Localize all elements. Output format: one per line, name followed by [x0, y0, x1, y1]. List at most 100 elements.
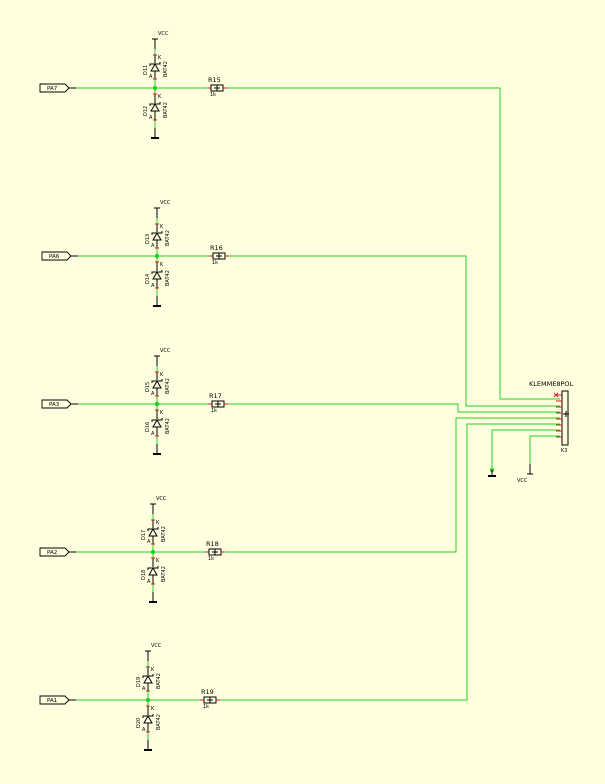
diode-bottom-type: BAT42 [165, 270, 171, 286]
diode-bar [151, 270, 163, 274]
pin-letter-anode: A [147, 579, 151, 585]
diode-d19 [142, 667, 154, 691]
pin-letter-cathode: K [160, 262, 164, 268]
supply-pa7: VCC [152, 31, 169, 49]
diode-triangle [152, 270, 162, 280]
ground-connector [488, 470, 496, 477]
diode-top-ref: D11 [143, 65, 149, 75]
diode-bar [147, 527, 159, 531]
port-label: PA2 [47, 550, 57, 556]
diode-top-ref: D15 [145, 382, 151, 392]
diode-bar [149, 62, 161, 66]
diode-bottom-ref: D18 [141, 570, 147, 580]
wire-connector-gnd [491, 429, 560, 470]
resistor-r15 [207, 84, 227, 92]
resistor-r18 [205, 548, 225, 556]
diode-d16 [151, 410, 163, 436]
diode-top-ref: D13 [145, 234, 151, 244]
pin-letter-anode: A [147, 539, 151, 545]
resistor-value: 1k [208, 556, 214, 562]
pin-letter-cathode: K [158, 55, 162, 61]
ground-pa1 [144, 740, 152, 751]
diode-triangle [150, 62, 160, 72]
connector-k3 [553, 390, 569, 446]
pin-letter-anode: A [151, 391, 155, 397]
pin-letter-cathode: K [156, 520, 160, 526]
pin-letter-cathode: K [160, 372, 164, 378]
channel-pa7: PA7 VCC [39, 31, 227, 139]
port-box [39, 695, 70, 705]
diode-top-type: BAT42 [163, 61, 169, 77]
port-box [39, 547, 70, 557]
port-pa6: PA6 [41, 251, 78, 261]
ground-pa6 [153, 296, 161, 307]
pin-letter-anode: A [151, 243, 155, 249]
diode-d17 [147, 520, 159, 544]
ground-pa7 [151, 128, 159, 139]
diode-top-ref: D17 [141, 530, 147, 540]
diode-d18 [147, 558, 159, 584]
pin-letter-cathode: K [160, 410, 164, 416]
resistor-ref: R19 [201, 688, 214, 696]
ground-pa3 [153, 444, 161, 455]
pin-letter-anode: A [149, 115, 153, 121]
connector-ref: K3 [561, 448, 567, 454]
port-pa7: PA7 [39, 83, 76, 93]
unconnected-mark [553, 392, 559, 398]
supply-label: VCC [517, 478, 528, 484]
supply-pa3: VCC [154, 348, 171, 366]
diode-top-type: BAT42 [156, 673, 162, 689]
diode-triangle [143, 674, 153, 684]
supply-label: VCC [151, 643, 162, 649]
supply-connector: VCC [517, 464, 533, 484]
resistor-ref: R17 [209, 392, 222, 400]
resistor-r16 [209, 252, 229, 260]
diode-triangle [143, 714, 153, 724]
diode-bar [149, 102, 161, 106]
channel-pa3: PA3 VCC [41, 348, 228, 455]
supply-label: VCC [160, 200, 171, 206]
port-box [41, 251, 72, 261]
diode-bottom-ref: D12 [143, 106, 149, 116]
diode-top-ref: D19 [136, 677, 142, 687]
diode-bar [151, 379, 163, 383]
diode-bottom-type: BAT42 [165, 418, 171, 434]
diode-triangle [150, 102, 160, 112]
diode-bar [151, 418, 163, 422]
diode-top-type: BAT42 [165, 378, 171, 394]
supply-pa1: VCC [145, 643, 162, 661]
diode-triangle [152, 418, 162, 428]
diode-top-type: BAT42 [165, 230, 171, 246]
diode-d12 [149, 94, 161, 120]
wire-to-connector [220, 423, 560, 701]
diode-d20 [142, 706, 154, 732]
resistor-ref: R16 [210, 244, 223, 252]
resistor-r19 [200, 696, 220, 704]
port-label: PA7 [47, 86, 58, 92]
wires-layer [76, 49, 560, 740]
pin-letter-cathode: K [156, 558, 160, 564]
resistor-ref: R18 [206, 540, 219, 548]
diode-bar [147, 566, 159, 570]
diode-bar [142, 674, 154, 678]
diode-bottom-ref: D16 [145, 422, 151, 432]
connector-body [561, 390, 569, 446]
wire-to-connector [227, 87, 560, 400]
connector-name: KLEMME8POL [529, 380, 573, 388]
resistor-r17 [208, 400, 228, 408]
diode-bar [151, 231, 163, 235]
channel-pa6: PA6 VCC [41, 200, 229, 307]
wire-connector-vcc [529, 435, 560, 464]
port-label: PA3 [49, 402, 60, 408]
resistor-value: 1k [203, 704, 209, 710]
port-box [39, 83, 70, 93]
diode-bottom-type: BAT42 [156, 714, 162, 730]
port-label: PA6 [49, 254, 60, 260]
diode-bottom-ref: D14 [145, 274, 151, 284]
wire-to-connector [228, 403, 560, 413]
pin-letter-cathode: K [151, 706, 155, 712]
